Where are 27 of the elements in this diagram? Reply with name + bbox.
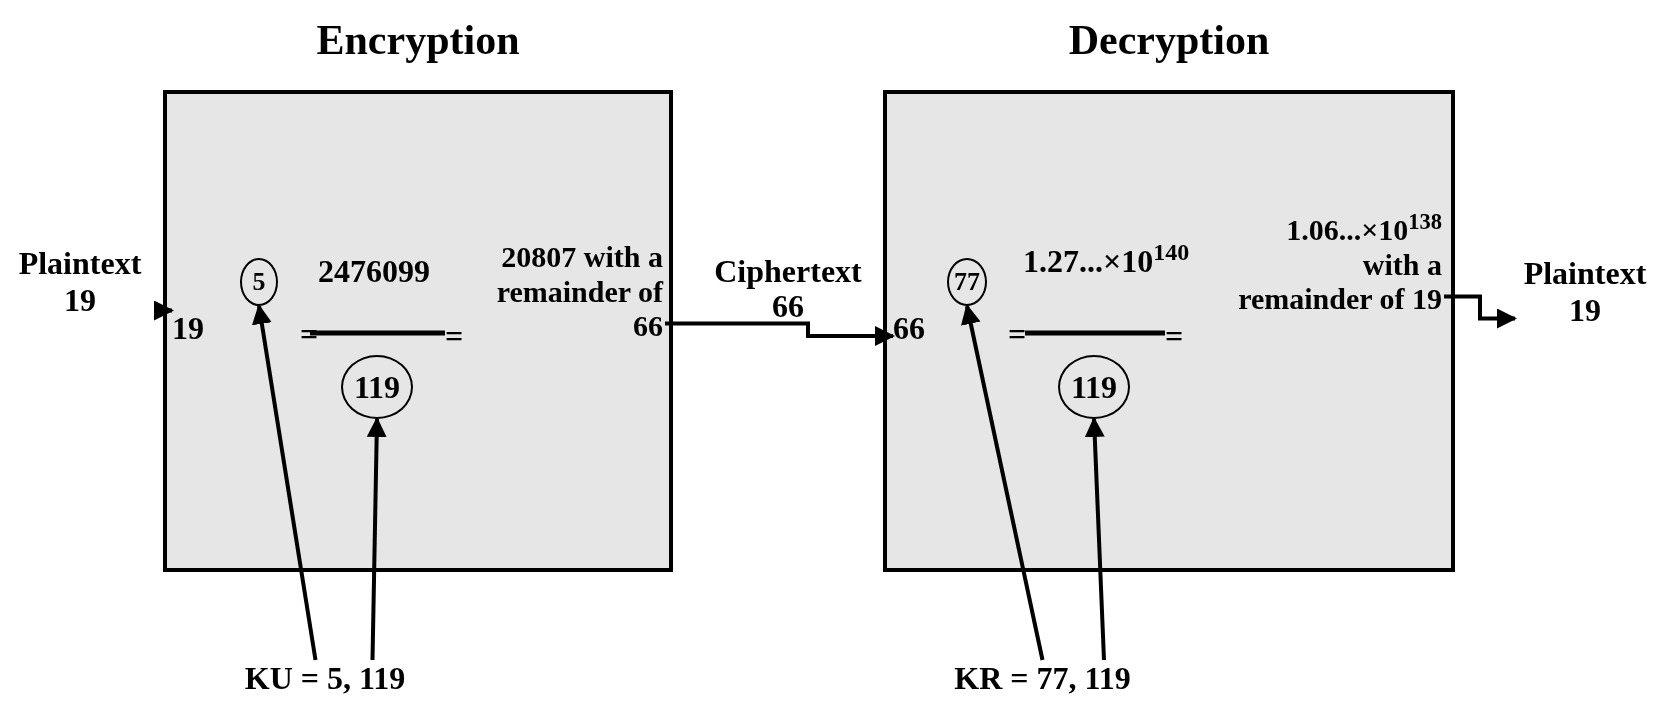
exponent-circle: 5 <box>240 258 278 306</box>
plaintext-label: Plaintext 19 <box>10 245 150 360</box>
arrow <box>665 321 895 346</box>
result-text: 1.06...×10$^{138}$ with a remainder of 19 <box>1227 209 1442 317</box>
plaintext-label: Plaintext 19 <box>1515 255 1655 370</box>
numerator-text: 2476099 <box>318 255 430 287</box>
modulus-circle: 119 <box>1058 355 1130 419</box>
equals-sign: = <box>1008 318 1027 350</box>
modulus-circle: 119 <box>341 355 413 419</box>
arrow <box>960 304 1045 661</box>
box-title: Encryption <box>315 16 521 64</box>
numerator-text: 1.27...×10$^{140}$ <box>1023 240 1190 277</box>
arrow <box>154 300 174 321</box>
exponent-circle: 77 <box>947 258 987 306</box>
plaintext-value: 19 <box>172 310 214 350</box>
equals-sign: = <box>1165 320 1184 352</box>
equals-sign: = <box>445 320 464 352</box>
private-key-label: KR = 77, 119 <box>940 660 1145 705</box>
arrow <box>366 417 387 661</box>
public-key-label: KU = 5, 119 <box>230 660 420 705</box>
ciphertext-value: 66 <box>893 310 935 350</box>
arrow <box>1084 417 1106 661</box>
arrow <box>1444 294 1517 329</box>
edge-label: Ciphertext 66 <box>713 254 863 325</box>
result-text: 20807 with a remainder of 66 <box>467 240 663 344</box>
arrow <box>251 304 318 661</box>
box-title: Decryption <box>1067 16 1271 64</box>
